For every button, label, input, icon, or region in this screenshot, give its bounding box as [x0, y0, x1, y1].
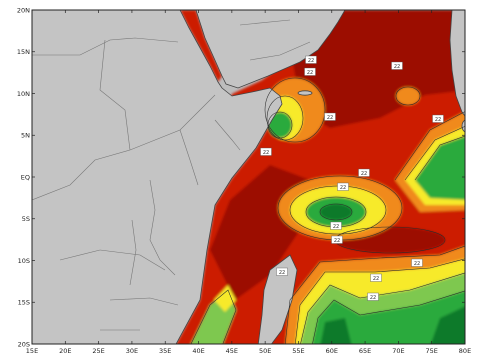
contour-label: 22	[391, 61, 403, 70]
contour-label: 22	[260, 147, 272, 156]
svg-text:22: 22	[361, 171, 367, 177]
field-dark-green-southwest	[320, 318, 352, 344]
lon-tick-label: 35E	[159, 347, 171, 355]
svg-text:22: 22	[308, 58, 314, 64]
svg-text:22: 22	[327, 115, 333, 121]
svg-text:22: 22	[370, 295, 376, 301]
lat-tick-label: 20S	[18, 340, 30, 348]
lat-tick-label: 20N	[17, 6, 30, 14]
contour-label: 22	[324, 112, 336, 121]
svg-text:22: 22	[333, 224, 339, 230]
lon-tick-label: 45E	[226, 347, 238, 355]
lon-tick-label: 50E	[259, 347, 271, 355]
lon-tick-label: 20E	[59, 347, 71, 355]
land-socotra	[298, 90, 312, 96]
svg-text:22: 22	[307, 70, 313, 76]
lon-tick-label: 80E	[459, 347, 471, 355]
contour-label: 22	[411, 258, 423, 267]
plot-area: 22 22 22 22 22 22 22 22 22 22 22 22 22 22	[32, 10, 465, 344]
contour-label: 22	[304, 67, 316, 76]
svg-text:22: 22	[373, 276, 379, 282]
latitude-axis: 20N 15N 10N 5N EQ 5S 10S 15S 20S	[17, 6, 465, 348]
lat-tick-label: 10S	[18, 257, 30, 265]
svg-text:22: 22	[435, 117, 441, 123]
field-yellow-mozambique	[214, 285, 236, 312]
contour-label: 22	[367, 292, 379, 301]
field-deep-red-north	[290, 10, 465, 128]
svg-text:22: 22	[414, 261, 420, 267]
field-green-somalia	[268, 112, 292, 138]
lat-tick-label: 15S	[18, 299, 30, 307]
field-orange-arabia	[396, 87, 420, 105]
coastlines	[175, 10, 465, 344]
lon-tick-label: 75E	[425, 347, 437, 355]
lat-tick-label: 5N	[21, 132, 30, 140]
svg-text:22: 22	[394, 64, 400, 70]
lat-tick-label: EQ	[21, 173, 30, 181]
svg-text:22: 22	[263, 150, 269, 156]
lon-tick-label: 70E	[392, 347, 404, 355]
contour-label: 22	[370, 273, 382, 282]
contour-label: 22	[330, 221, 342, 230]
contour-label: 22	[337, 182, 349, 191]
lon-tick-label: 65E	[359, 347, 371, 355]
lat-tick-label: 5S	[22, 215, 30, 223]
contour-label: 22	[276, 267, 288, 276]
lat-tick-label: 15N	[17, 48, 30, 56]
land-africa	[32, 10, 282, 344]
country-borders	[32, 19, 311, 331]
field-dark-green-south	[430, 306, 465, 344]
svg-text:22: 22	[340, 185, 346, 191]
land-india	[450, 10, 465, 116]
lon-tick-label: 15E	[26, 347, 38, 355]
svg-text:22: 22	[279, 270, 285, 276]
lat-tick-label: 10N	[17, 90, 30, 98]
longitude-axis: 15E 20E 25E 30E 35E 40E 45E 50E 55E 60E 65E 70E 75E 8…	[26, 10, 471, 355]
lon-tick-label: 30E	[126, 347, 138, 355]
lon-tick-label: 55E	[292, 347, 304, 355]
field-dark-green-center	[320, 204, 352, 220]
red-sea-field	[180, 10, 222, 82]
field-green-south	[312, 290, 465, 344]
contour-label: 22	[305, 55, 317, 64]
contour-label: 22	[331, 235, 343, 244]
contour-label: 22	[358, 168, 370, 177]
contour-label: 22	[432, 114, 444, 123]
contour-labels: 22 22 22 22 22 22 22 22 22 22 22 22 22 22	[260, 55, 444, 301]
land-arabia	[196, 10, 345, 88]
lon-tick-label: 60E	[326, 347, 338, 355]
lon-tick-label: 40E	[192, 347, 204, 355]
svg-text:22: 22	[334, 238, 340, 244]
field-green-east	[415, 136, 465, 200]
lon-tick-label: 25E	[92, 347, 104, 355]
